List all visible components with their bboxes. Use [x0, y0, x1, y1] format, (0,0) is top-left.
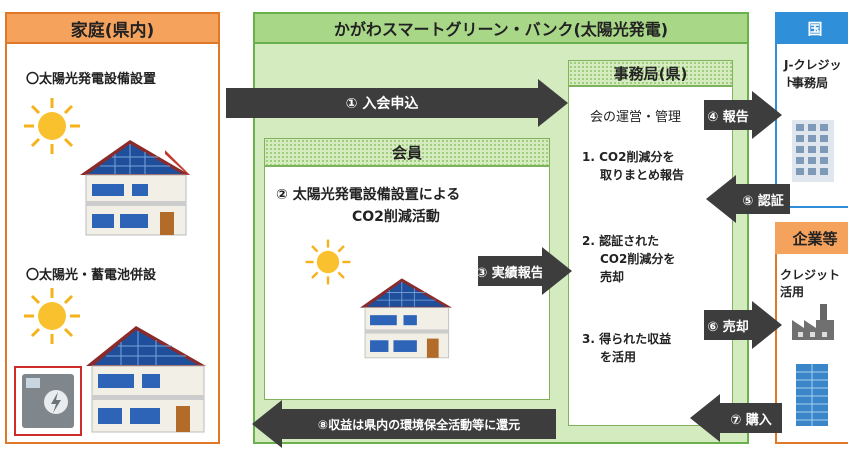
- arrow-head-right: [542, 247, 572, 295]
- country-office-line2: 事務局: [792, 76, 829, 90]
- member-title: 会員: [264, 138, 550, 166]
- arrow-profit-return: ⑧収益は県内の環境保全活動等に還元: [282, 409, 556, 439]
- household-item-solar-battery: 〇太陽光・蓄電池併設: [26, 268, 157, 283]
- secretariat-step3-line1: 3. 得られた収益: [582, 332, 672, 346]
- sun-icon: [305, 239, 351, 285]
- arrow-head-right: [538, 79, 568, 127]
- secretariat-step3-line2: を活用: [600, 350, 637, 364]
- country-office-line1: J-クレジット: [784, 58, 842, 89]
- office-tower-icon: [796, 364, 828, 426]
- arrow-certification: ⑤ 認証: [736, 184, 790, 214]
- sun-icon: [24, 288, 80, 344]
- company-credit-use: クレジット活用: [780, 268, 841, 299]
- sun-icon: [24, 98, 80, 154]
- solar-house-icon: [360, 278, 452, 359]
- country-title: 国: [775, 12, 848, 44]
- secretariat-step1-line2: 取りまとめ報告: [600, 168, 685, 182]
- arrow-purchase: ⑦ 購入: [720, 403, 782, 433]
- secretariat-step1-line1: 1. CO2削減分を: [582, 150, 675, 164]
- secretariat-step2-line2: CO2削減分を: [600, 252, 676, 266]
- member-activity-line1: ② 太陽光発電設備設置による: [276, 187, 461, 203]
- secretariat-title: 事務局(県): [568, 60, 733, 86]
- secretariat-step2-line1: 2. 認証された: [582, 234, 660, 248]
- arrow-head-left: [252, 400, 282, 448]
- battery-frame: [14, 366, 82, 436]
- company-title: 企業等: [775, 222, 848, 254]
- household-title: 家庭(県内): [5, 12, 220, 44]
- arrow-head-right: [752, 301, 782, 349]
- arrow-join-application: ① 入会申込: [226, 88, 538, 118]
- factory-icon: [792, 304, 834, 340]
- arrow-sale: ⑥ 売却: [704, 310, 752, 340]
- arrow-performance-report: ③ 実績報告: [476, 256, 544, 286]
- arrow-report: ④ 報告: [704, 100, 752, 130]
- bank-title: かがわスマートグリーン・バンク(太陽光発電): [253, 12, 749, 44]
- arrow-head-left: [690, 394, 720, 442]
- household-item-solar: 〇太陽光発電設備設置: [26, 72, 157, 87]
- member-activity-line2: CO2削減活動: [352, 209, 440, 225]
- arrow-head-left: [706, 175, 736, 223]
- secretariat-role: 会の運営・管理: [590, 110, 682, 125]
- secretariat-panel: [568, 86, 733, 426]
- solar-house-icon: [86, 326, 206, 433]
- office-building-icon: [792, 120, 834, 182]
- solar-house-icon: [80, 140, 190, 236]
- battery-icon: [22, 374, 74, 428]
- secretariat-step2-line3: 売却: [600, 270, 625, 284]
- arrow-head-right: [752, 91, 782, 139]
